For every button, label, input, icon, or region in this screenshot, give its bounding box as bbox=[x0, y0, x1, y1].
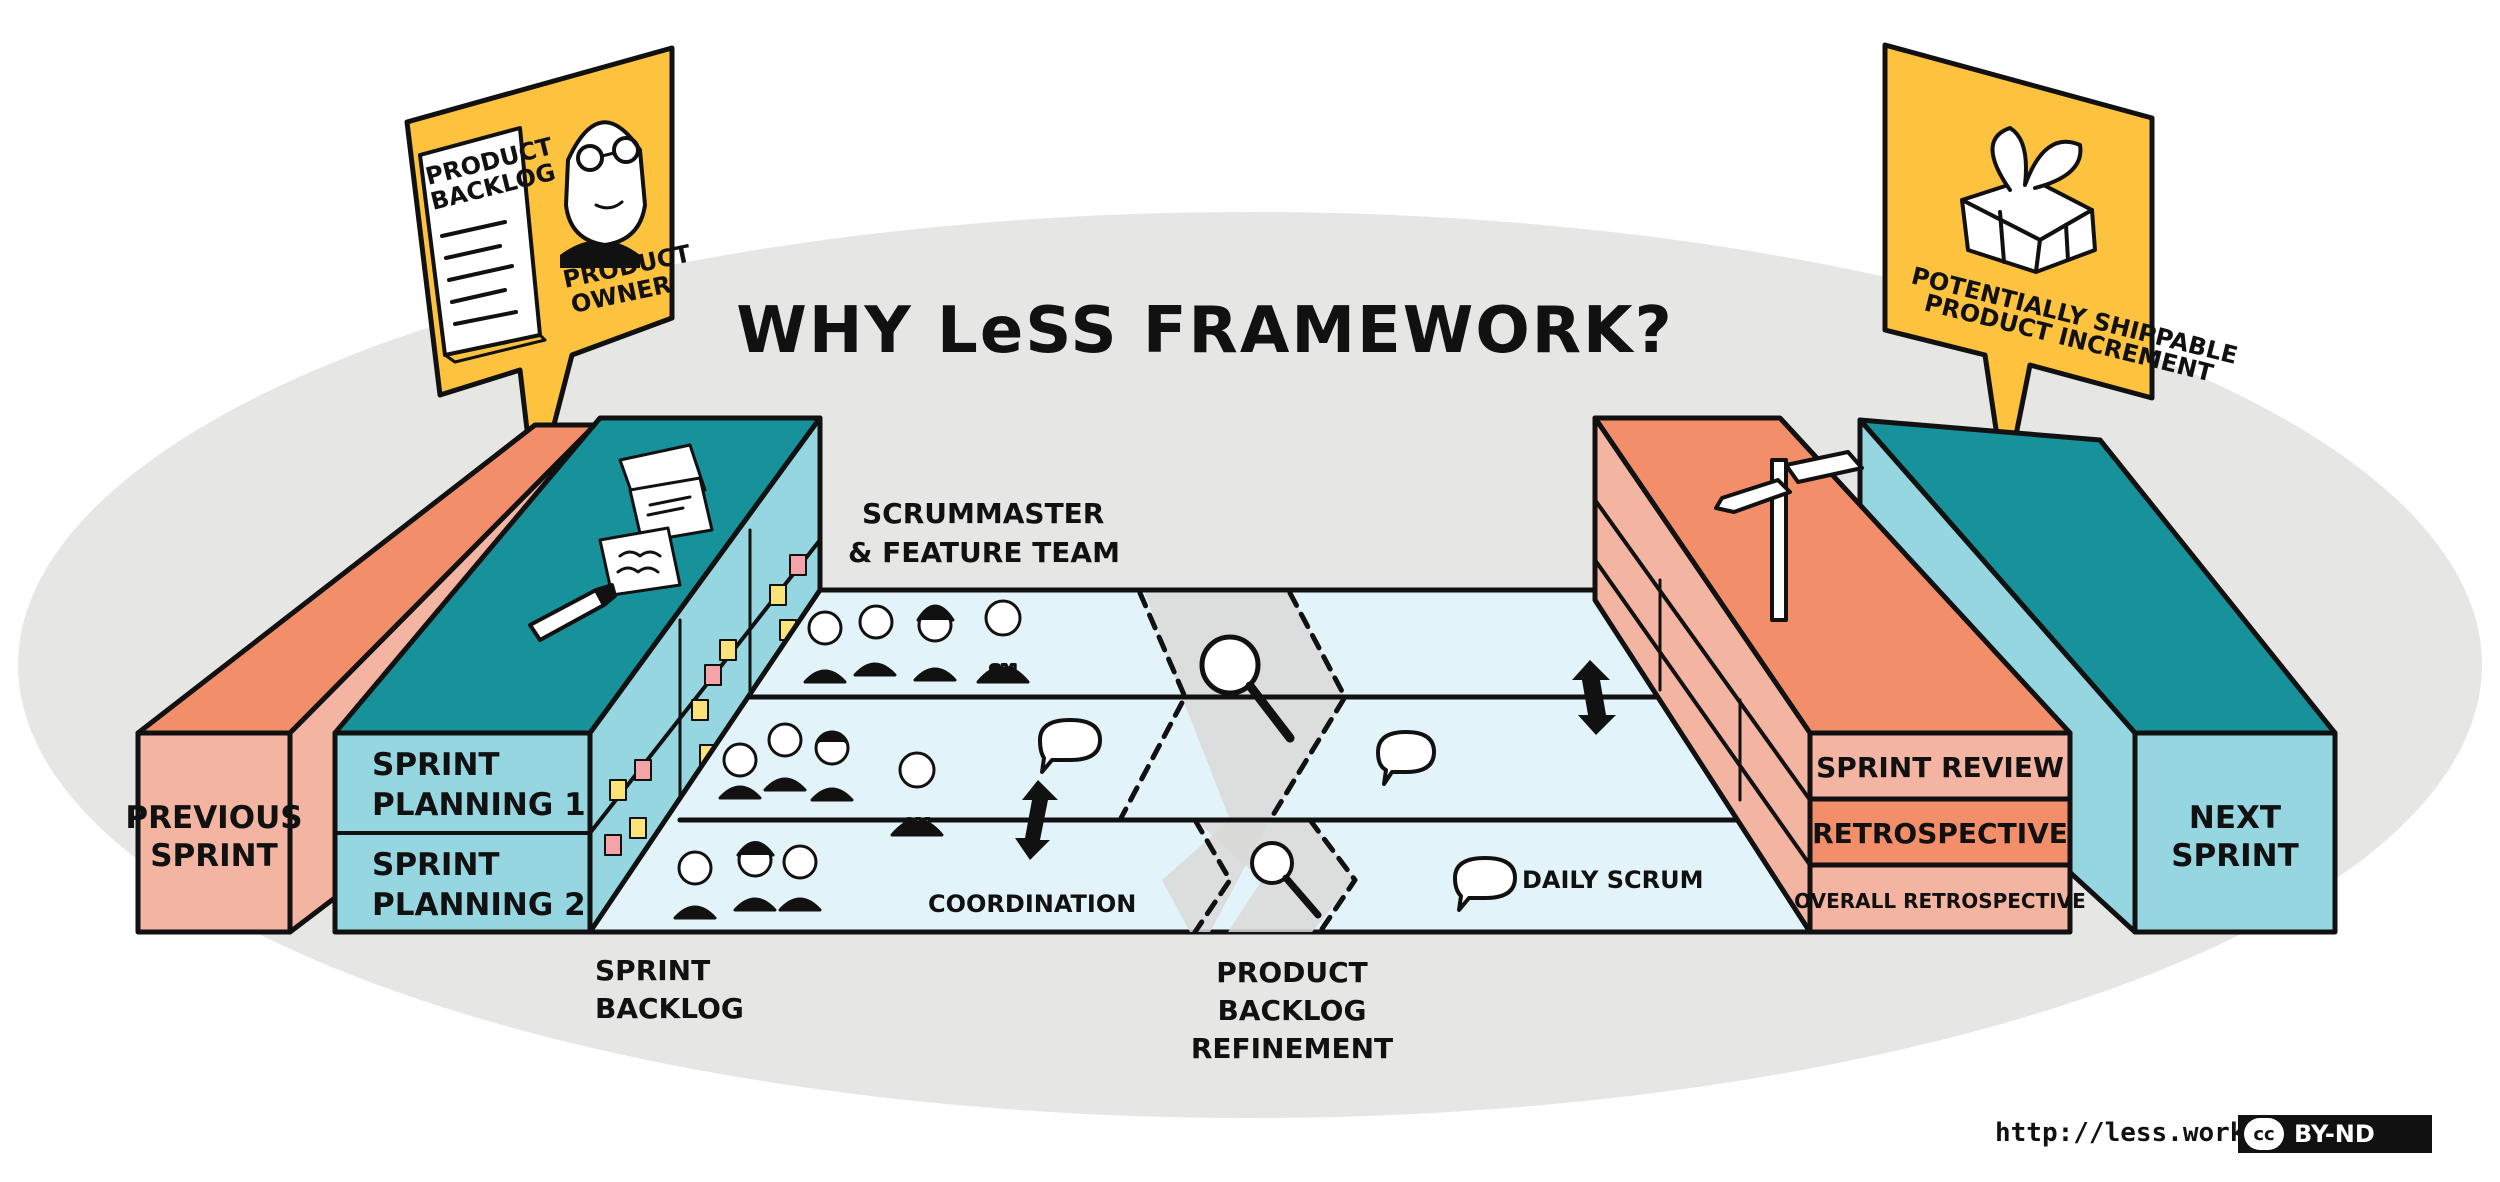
marker-pen-icon bbox=[528, 583, 617, 642]
sm-badge: SM bbox=[903, 815, 930, 834]
sprint-review-block: SPRINT REVIEW RETROSPECTIVE OVERALL RETR… bbox=[1592, 415, 2086, 935]
daily-scrum-label: DAILY SCRUM bbox=[1522, 866, 1703, 894]
sprint-backlog-label-2: BACKLOG bbox=[595, 992, 744, 1025]
magnifier-icon-small bbox=[1250, 841, 1322, 919]
previous-sprint-label-2: SPRINT bbox=[150, 838, 278, 874]
team-label-1: SCRUMMASTER bbox=[862, 497, 1104, 530]
team-member-avatar bbox=[733, 841, 777, 912]
sm-badge: SM bbox=[989, 661, 1016, 680]
license-badge[interactable]: cc BY-ND bbox=[2238, 1115, 2432, 1153]
coordination-arrow-icon bbox=[1015, 660, 1616, 860]
team-member-avatar bbox=[803, 610, 847, 684]
coordination-label: COORDINATION bbox=[928, 890, 1136, 918]
next-sprint-label-1: NEXT bbox=[2189, 800, 2281, 836]
footer-url-link[interactable]: http://less.works bbox=[1995, 1118, 2262, 1148]
page-title: WHY LeSS FRAMEWORK? bbox=[736, 294, 1674, 368]
sprint-review-label: SPRINT REVIEW bbox=[1816, 751, 2064, 784]
scrummaster-avatar: SM bbox=[976, 599, 1030, 684]
sprint-planning-2-label-2: PLANNING 2 bbox=[372, 887, 586, 923]
refinement-label-2: BACKLOG bbox=[1218, 994, 1367, 1027]
retrospective-label: RETROSPECTIVE bbox=[1812, 817, 2068, 850]
overall-retrospective-label: OVERALL RETROSPECTIVE bbox=[1794, 889, 2086, 913]
sprint-planning-1-label-1: SPRINT bbox=[372, 747, 500, 783]
previous-sprint-label-1: PREVIOUS bbox=[125, 800, 302, 836]
sprint-planning-block: SPRINT PLANNING 1 SPRINT PLANNING 2 bbox=[332, 415, 823, 935]
sprint-backlog-label-1: SPRINT bbox=[595, 954, 710, 987]
license-label: BY-ND bbox=[2294, 1120, 2375, 1148]
next-sprint-label-2: SPRINT bbox=[2171, 838, 2299, 874]
team-member-avatar bbox=[810, 730, 854, 802]
magnifier-icon bbox=[1199, 634, 1295, 743]
creative-commons-icon: cc bbox=[2244, 1118, 2284, 1150]
team-member-avatar bbox=[763, 722, 807, 792]
chat-bubble-icon bbox=[1038, 718, 1517, 912]
team-member-avatar bbox=[853, 604, 897, 677]
team-label-2: & FEATURE TEAM bbox=[848, 536, 1120, 569]
team-member-avatar bbox=[718, 742, 762, 800]
team-member-avatar bbox=[913, 604, 957, 682]
scrummaster-avatar: SM bbox=[890, 751, 944, 837]
product-owner-avatar bbox=[560, 120, 647, 268]
gift-box-icon bbox=[1960, 126, 2097, 274]
product-owner-bubble: PRODUCT BACKLOG PRODUCT OWNER bbox=[404, 45, 694, 501]
team-member-avatar bbox=[673, 850, 717, 920]
refinement-label-3: REFINEMENT bbox=[1191, 1032, 1393, 1065]
sprint-planning-2-label-1: SPRINT bbox=[372, 847, 500, 883]
refinement-label-1: PRODUCT bbox=[1216, 956, 1368, 989]
team-members: SM SM bbox=[673, 599, 1030, 920]
sprint-planning-1-label-2: PLANNING 1 bbox=[372, 787, 586, 823]
team-member-avatar bbox=[778, 844, 822, 912]
planning-papers-icon bbox=[598, 443, 714, 597]
signpost-icon bbox=[1714, 450, 1864, 622]
